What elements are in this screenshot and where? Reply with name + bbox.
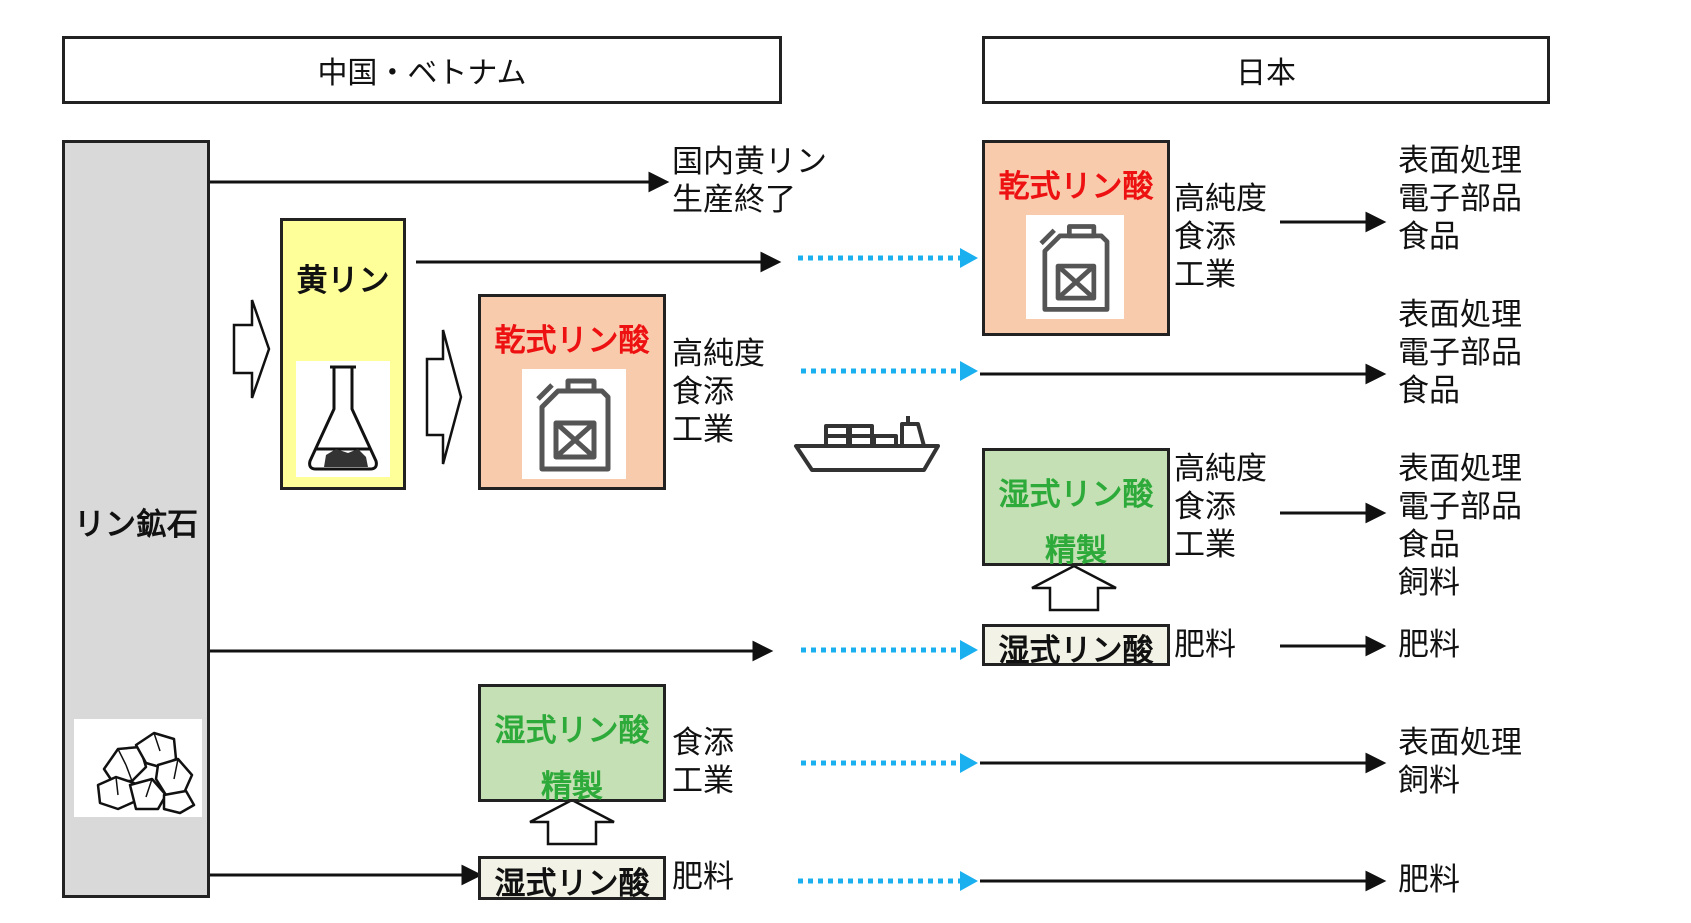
application-item: 食品 xyxy=(1398,527,1460,563)
applications-row-5: 表面処理 飼料 xyxy=(1398,724,1522,800)
use-item: 肥料 xyxy=(672,859,734,895)
application-item: 飼料 xyxy=(1398,763,1460,799)
jerry-can-icon xyxy=(1026,215,1124,319)
left-wet-refined-acid-box: 湿式リン酸 精製 xyxy=(478,684,666,805)
right-dry-acid-label: 乾式リン酸 xyxy=(998,169,1154,205)
solid-arrows-left xyxy=(209,171,782,886)
header-right-label: 日本 xyxy=(1236,56,1296,91)
dotted-import-arrows xyxy=(798,248,978,891)
solid-arrows-right xyxy=(980,211,1387,892)
left-wet-refined-uses: 食添 工業 xyxy=(672,724,734,800)
domestic-production-ended-label: 国内黄リン 生産終了 xyxy=(672,143,827,219)
application-item: 食品 xyxy=(1398,373,1460,409)
use-item: 肥料 xyxy=(1174,627,1236,663)
ore-label: リン鉱石 xyxy=(74,507,198,543)
applications-row-4: 肥料 xyxy=(1398,626,1460,664)
application-item: 電子部品 xyxy=(1398,335,1522,371)
hollow-arrow-yellow-p-to-dry xyxy=(425,329,463,465)
hollow-up-arrow-right xyxy=(1031,564,1117,612)
domestic-end-line1: 国内黄リン xyxy=(672,144,827,180)
application-item: 電子部品 xyxy=(1398,489,1522,525)
right-dry-phosphoric-acid-box: 乾式リン酸 xyxy=(982,140,1170,336)
use-item: 工業 xyxy=(672,412,734,448)
right-wet-refined-line1: 湿式リン酸 xyxy=(998,477,1154,513)
right-wet-refined-uses: 高純度 食添 工業 xyxy=(1174,450,1267,564)
right-wet-acid-label: 湿式リン酸 xyxy=(998,633,1154,669)
flask-icon xyxy=(296,361,390,477)
hollow-arrow-ore-to-yellow-p xyxy=(232,299,271,399)
header-china-vietnam: 中国・ベトナム xyxy=(62,36,782,104)
application-item: 肥料 xyxy=(1398,862,1460,898)
right-wet-refined-acid-box: 湿式リン酸 精製 xyxy=(982,448,1170,569)
applications-row-2: 表面処理 電子部品 食品 xyxy=(1398,296,1522,410)
use-item: 食添 xyxy=(672,725,734,761)
left-wet-refined-line1: 湿式リン酸 xyxy=(494,713,650,749)
use-item: 高純度 xyxy=(1174,181,1267,217)
use-item: 工業 xyxy=(1174,257,1236,293)
application-item: 飼料 xyxy=(1398,565,1460,601)
header-left-label: 中国・ベトナム xyxy=(317,56,527,91)
left-wet-uses: 肥料 xyxy=(672,858,734,896)
left-dry-acid-label: 乾式リン酸 xyxy=(494,323,650,359)
use-item: 工業 xyxy=(1174,527,1236,563)
right-wet-refined-line2: 精製 xyxy=(1045,533,1107,569)
applications-row-6: 肥料 xyxy=(1398,861,1460,899)
use-item: 工業 xyxy=(672,763,734,799)
use-item: 食添 xyxy=(1174,219,1236,255)
use-item: 食添 xyxy=(672,374,734,410)
application-item: 表面処理 xyxy=(1398,297,1522,333)
left-dry-phosphoric-acid-box: 乾式リン酸 xyxy=(478,294,666,490)
left-dry-uses: 高純度 食添 工業 xyxy=(672,335,765,449)
use-item: 高純度 xyxy=(1174,451,1267,487)
application-item: 表面処理 xyxy=(1398,725,1522,761)
right-wet-uses: 肥料 xyxy=(1174,626,1236,664)
use-item: 食添 xyxy=(1174,489,1236,525)
hollow-right-arrows xyxy=(232,299,463,465)
hollow-up-arrows xyxy=(529,564,1117,846)
application-item: 表面処理 xyxy=(1398,143,1522,179)
rock-pile-icon xyxy=(74,719,202,817)
header-japan: 日本 xyxy=(982,36,1550,104)
left-wet-refined-line2: 精製 xyxy=(541,769,603,805)
left-wet-phosphoric-acid-box: 湿式リン酸 xyxy=(478,856,666,902)
cargo-ship-icon xyxy=(792,412,942,476)
application-item: 食品 xyxy=(1398,219,1460,255)
yellow-phosphorus-label: 黄リン xyxy=(296,263,390,299)
phosphate-ore-box: リン鉱石 xyxy=(62,140,210,898)
use-item: 高純度 xyxy=(672,336,765,372)
left-wet-acid-label: 湿式リン酸 xyxy=(494,866,650,902)
yellow-phosphorus-box: 黄リン xyxy=(280,218,406,490)
application-item: 肥料 xyxy=(1398,627,1460,663)
right-dry-uses: 高純度 食添 工業 xyxy=(1174,180,1267,294)
domestic-end-line2: 生産終了 xyxy=(672,182,796,218)
applications-row-3: 表面処理 電子部品 食品 飼料 xyxy=(1398,450,1522,602)
applications-row-1: 表面処理 電子部品 食品 xyxy=(1398,142,1522,256)
hollow-up-arrow-left xyxy=(529,798,615,846)
application-item: 表面処理 xyxy=(1398,451,1522,487)
right-wet-phosphoric-acid-box: 湿式リン酸 xyxy=(982,624,1170,669)
jerry-can-icon xyxy=(522,369,626,479)
application-item: 電子部品 xyxy=(1398,181,1522,217)
